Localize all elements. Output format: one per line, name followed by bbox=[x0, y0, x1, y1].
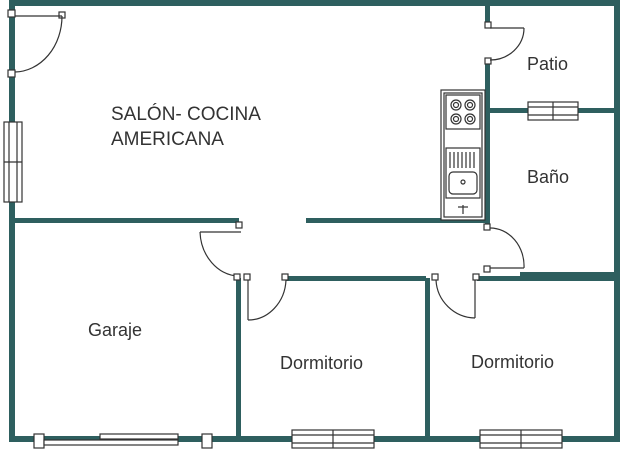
label-salon-line2: AMERICANA bbox=[111, 129, 224, 150]
wall-garage-right bbox=[236, 278, 241, 442]
window-bedroom-1 bbox=[291, 429, 375, 449]
window-bedroom-2 bbox=[479, 429, 563, 449]
wall-right bbox=[614, 0, 620, 442]
stove-icon bbox=[445, 94, 481, 130]
label-dormitorio-2: Dormitorio bbox=[471, 352, 554, 372]
window-patio bbox=[527, 101, 579, 121]
wall-top bbox=[9, 0, 620, 6]
windows bbox=[3, 101, 579, 449]
window-salon-left bbox=[3, 121, 23, 203]
kitchen-counter bbox=[440, 89, 486, 221]
wall-bedroom-top-2 bbox=[477, 276, 620, 281]
wall-bano-bottom bbox=[520, 272, 620, 277]
door-bedroom-1 bbox=[243, 273, 289, 321]
label-garaje: Garaje bbox=[88, 320, 142, 340]
wall-salon-bottom-right bbox=[306, 218, 490, 223]
door-garage bbox=[199, 221, 243, 281]
label-patio: Patio bbox=[527, 54, 568, 74]
sink-icon bbox=[445, 147, 481, 214]
door-patio bbox=[484, 21, 525, 65]
doors bbox=[7, 9, 525, 321]
wall-bedroom-divider bbox=[425, 278, 430, 442]
door-entrance bbox=[7, 9, 66, 78]
room-labels: SALÓN- COCINA AMERICANA Patio Baño Garaj… bbox=[88, 54, 569, 373]
label-dormitorio-1: Dormitorio bbox=[280, 353, 363, 373]
wall-bedroom-top-1 bbox=[286, 276, 426, 281]
garage-sliding-door bbox=[33, 433, 213, 449]
wall-patio-left-lower bbox=[485, 62, 490, 226]
counter-inner bbox=[443, 92, 483, 218]
label-bano: Baño bbox=[527, 167, 569, 187]
wall-salon-bottom-left bbox=[9, 218, 239, 223]
wall-patio-left bbox=[485, 0, 490, 24]
door-bano bbox=[483, 223, 525, 273]
door-bedroom-2 bbox=[431, 273, 480, 319]
counter-outline bbox=[440, 89, 486, 221]
label-salon-line1: SALÓN- COCINA bbox=[111, 103, 261, 125]
